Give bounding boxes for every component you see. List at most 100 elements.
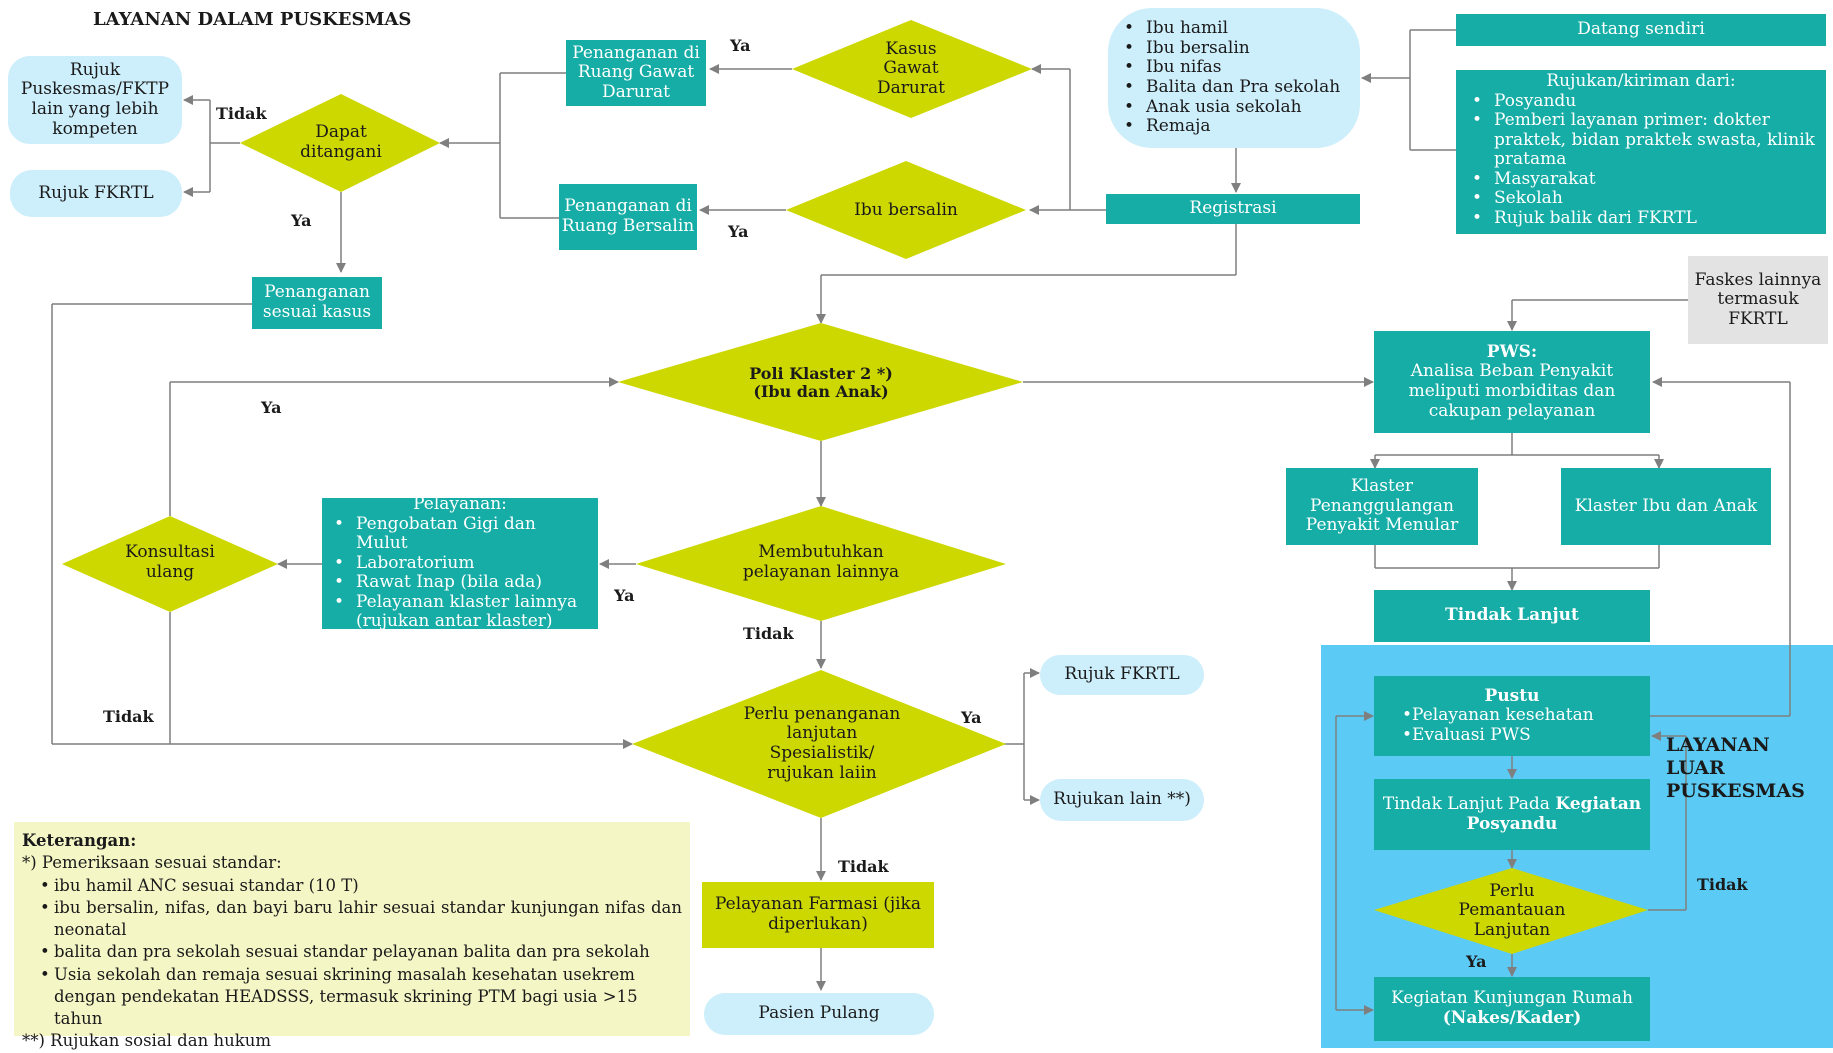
pws-body: Analisa Beban Penyakit meliputi morbidit… (1408, 361, 1616, 421)
klaster-ibu-anak-text: Klaster Ibu dan Anak (1574, 495, 1758, 516)
pws-node: PWS: Analisa Beban Penyakit meliputi mor… (1374, 331, 1650, 433)
rujukan-node: Rujukan/kiriman dari: Posyandu Pemberi l… (1456, 70, 1826, 234)
legend-item: ibu bersalin, nifas, dan bayi baru lahir… (40, 897, 682, 942)
pustu-item: •Pelayanan kesehatan (1402, 705, 1594, 726)
outside-title: LAYANAN LUAR PUSKESMAS (1666, 734, 1805, 802)
outside-title-line: PUSKESMAS (1666, 779, 1805, 802)
rujukan-lain-node: Rujukan lain **) (1040, 779, 1204, 821)
sesuai-kasus-text: Penanganan sesuai kasus (262, 282, 372, 322)
konsultasi-text: Konsultasi ulang (125, 542, 215, 582)
sesuai-kasus-node: Penanganan sesuai kasus (252, 277, 382, 329)
label-ya: Ya (261, 398, 282, 417)
pelayanan-list: Pengobatan Gigi dan Mulut Laboratorium R… (328, 514, 592, 632)
rujuk-fkrtl-text: Rujuk FKRTL (38, 182, 154, 203)
rujukan-item: Masyarakat (1466, 169, 1816, 190)
tl-posyandu-line1: Tindak Lanjut Pada Kegiatan (1382, 793, 1642, 815)
target-item: Ibu nifas (1118, 58, 1350, 78)
target-item: Anak usia sekolah (1118, 97, 1350, 118)
diamond-ibu-bersalin (786, 161, 1026, 259)
rujuk-fkrtl-2-text: Rujuk FKRTL (1064, 664, 1180, 685)
poli-klaster-text: Poli Klaster 2 *) (Ibu dan Anak) (700, 360, 942, 406)
tindak-lanjut-text: Tindak Lanjut (1445, 605, 1579, 626)
rujukan-list: Posyandu Pemberi layanan primer: dokter … (1466, 91, 1816, 229)
diamond-dapat-ditangani (240, 94, 440, 192)
diamond-poli-klaster (618, 323, 1023, 441)
legend-line: **) Rujukan sosial dan hukum (22, 1031, 271, 1051)
poli-klaster-line2: (Ibu dan Anak) (753, 382, 889, 401)
outside-title-line: LAYANAN (1666, 734, 1770, 756)
kasus-gawat-text: Kasus Gawat Darurat (877, 38, 945, 98)
rujuk-puskesmas-node: Rujuk Puskesmas/FKTP lain yang lebih kom… (8, 56, 182, 144)
diamond-kasus-gawat (792, 20, 1032, 118)
target-groups-node: Ibu hamil Ibu bersalin Ibu nifas Balita … (1108, 8, 1360, 148)
registrasi-text: Registrasi (1189, 198, 1277, 219)
poli-klaster-line1: Poli Klaster 2 *) (749, 363, 893, 383)
farmasi-text: Pelayanan Farmasi (jika diperlukan) (715, 894, 921, 934)
label-ya: Ya (730, 36, 751, 55)
kunjungan-text: Kegiatan Kunjungan Rumah (1391, 988, 1633, 1009)
target-item: Ibu hamil (1118, 19, 1350, 39)
rujukan-title: Rujukan/kiriman dari: (1546, 71, 1736, 91)
label-ya: Ya (291, 211, 312, 230)
target-item: Ibu bersalin (1118, 38, 1350, 59)
pasien-pulang-text: Pasien Pulang (758, 1003, 880, 1024)
label-tidak: Tidak (103, 707, 154, 726)
tindak-lanjut-node: Tindak Lanjut (1374, 590, 1650, 642)
rujukan-item: Pemberi layanan primer: dokter praktek, … (1466, 110, 1816, 170)
pws-title: PWS: (1486, 341, 1538, 362)
kunjungan-nakes: (Nakes/Kader) (1442, 1008, 1582, 1028)
ruang-bersalin-text: Penanganan di Ruang Bersalin (561, 196, 695, 236)
datang-sendiri-text: Datang sendiri (1577, 19, 1705, 40)
pelayanan-item: Pengobatan Gigi dan Mulut (328, 514, 592, 554)
pelayanan-item: Rawat Inap (bila ada) (328, 573, 592, 593)
pustu-title: Pustu (1484, 685, 1540, 706)
label-ya: Ya (728, 222, 749, 241)
label-ya: Ya (614, 586, 635, 605)
legend-box: Keterangan: *) Pemeriksaan sesuai standa… (14, 822, 690, 1050)
ruang-bersalin-node: Penanganan di Ruang Bersalin (559, 184, 697, 250)
pelayanan-title: Pelayanan: (413, 494, 507, 515)
pelayanan-node: Pelayanan: Pengobatan Gigi dan Mulut Lab… (322, 494, 598, 632)
klaster-menular-text: Klaster Penanggulangan Penyakit Menular (1305, 476, 1459, 536)
label-ya: Ya (961, 708, 982, 727)
legend-item: balita dan pra sekolah sesuai standar pe… (40, 941, 682, 964)
pustu-node: Pustu •Pelayanan kesehatan •Evaluasi PWS (1374, 676, 1650, 756)
label-tidak: Tidak (216, 104, 267, 123)
diamond-perlu-pemantauan (1374, 868, 1648, 954)
legend-line: *) Pemeriksaan sesuai standar: (22, 853, 282, 873)
faskes-node: Faskes lainnya termasuk FKRTL (1688, 256, 1828, 344)
target-item: Remaja (1118, 117, 1350, 137)
rujukan-item: Posyandu (1466, 91, 1816, 112)
faskes-text: Faskes lainnya termasuk FKRTL (1694, 269, 1822, 329)
label-tidak: Tidak (743, 624, 794, 643)
perlu-pemantauan-text: Perlu Pemantauan Lanjutan (1458, 880, 1566, 940)
tl-posyandu-posyandu: Posyandu (1466, 813, 1558, 834)
ibu-bersalin-text: Ibu bersalin (854, 200, 958, 221)
label-tidak: Tidak (1697, 875, 1748, 894)
page-title: LAYANAN DALAM PUSKESMAS (93, 9, 412, 30)
rujuk-fkrtl-2-node: Rujuk FKRTL (1040, 655, 1204, 695)
farmasi-node: Pelayanan Farmasi (jika diperlukan) (702, 882, 934, 948)
tl-posyandu-text: Tindak Lanjut Pada (1382, 793, 1556, 814)
pelayanan-item: Laboratorium (328, 553, 592, 574)
rujuk-fkrtl-node: Rujuk FKRTL (10, 170, 182, 217)
target-groups-list: Ibu hamil Ibu bersalin Ibu nifas Balita … (1118, 19, 1350, 136)
label-ya: Ya (1466, 952, 1487, 971)
diamond-perlu-lanjutan (632, 670, 1006, 818)
pasien-pulang-node: Pasien Pulang (704, 993, 934, 1035)
klaster-menular-node: Klaster Penanggulangan Penyakit Menular (1286, 468, 1478, 545)
pustu-item: •Evaluasi PWS (1402, 724, 1531, 745)
kunjungan-node: Kegiatan Kunjungan Rumah (Nakes/Kader) (1374, 977, 1650, 1041)
tl-posyandu-kegiatan: Kegiatan (1555, 793, 1642, 814)
diamond-konsultasi (62, 516, 278, 612)
gawat-darurat-text: Penanganan di Ruang Gawat Darurat (572, 42, 700, 102)
diamond-membutuhkan (636, 506, 1006, 621)
target-item: Balita dan Pra sekolah (1118, 77, 1350, 98)
legend-item: Usia sekolah dan remaja sesuai skrining … (40, 964, 682, 1031)
rujukan-item: Rujuk balik dari FKRTL (1466, 208, 1816, 229)
datang-sendiri-node: Datang sendiri (1456, 14, 1826, 46)
pelayanan-item: Pelayanan klaster lainnya (rujukan antar… (328, 592, 592, 632)
dapat-ditangani-text: Dapat ditangani (300, 122, 382, 162)
klaster-ibu-anak-node: Klaster Ibu dan Anak (1561, 468, 1771, 545)
